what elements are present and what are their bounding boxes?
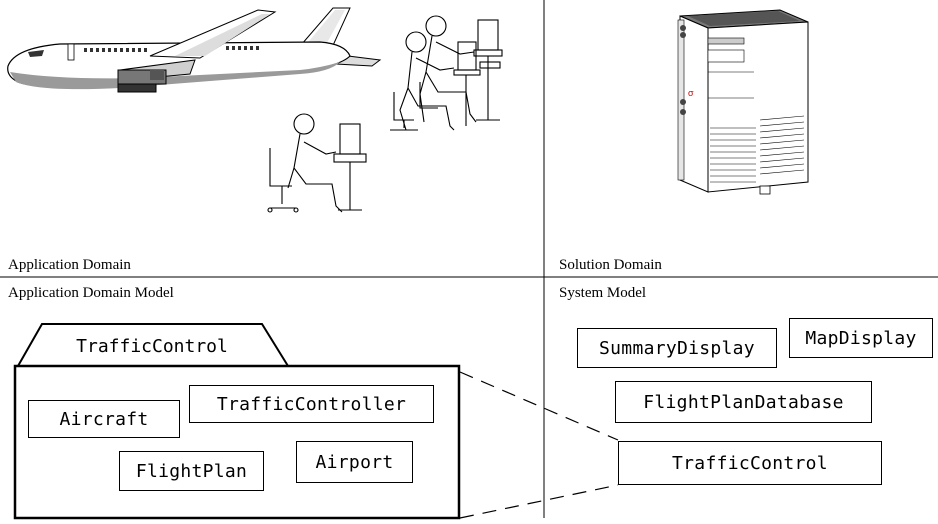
application-domain-model-caption: Application Domain Model [8,285,174,301]
system-model-caption: System Model [559,285,647,301]
mapping-line-bottom [459,484,619,519]
class-airport: Airport [296,441,413,483]
airplane-icon [7,7,382,93]
operator-front-icon [267,113,367,213]
operator-workstations-icon [390,15,503,131]
class-summary-display: SummaryDisplay [577,328,777,368]
class-map-display: MapDisplay [789,318,933,358]
package-label: TrafficControl [76,335,228,357]
package-frame [13,323,461,520]
application-domain-caption: Application Domain [8,257,131,273]
server-tower-icon: σ [677,9,809,195]
class-traffic-control: TrafficControl [618,441,882,485]
mapping-line-top [459,371,619,441]
class-aircraft: Aircraft [28,400,180,438]
svg-text:σ: σ [688,88,694,98]
class-flight-plan: FlightPlan [119,451,264,491]
solution-domain-caption: Solution Domain [559,257,662,273]
class-traffic-controller: TrafficController [189,385,434,423]
class-flight-plan-database: FlightPlanDatabase [615,381,872,423]
